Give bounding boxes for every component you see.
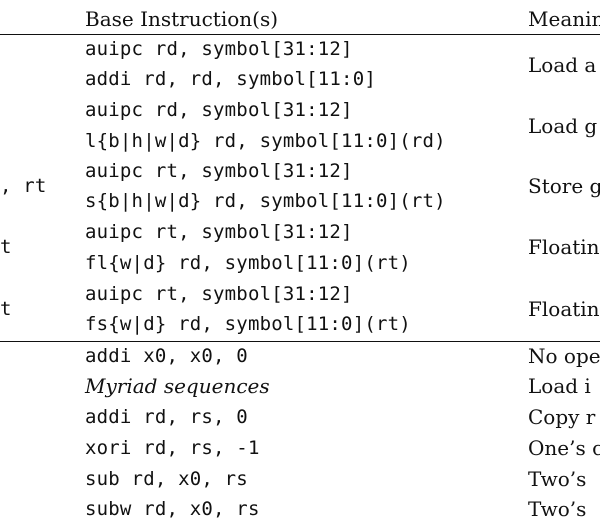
base-instruction-line: auipc rt, symbol[31:12] (85, 221, 353, 243)
pseudo-instruction-cell: , rt (0, 175, 47, 197)
meaning-cell: Two’s (528, 497, 587, 521)
meaning-cell: One’s c (528, 436, 600, 460)
column-header-meaning: Meanin (528, 7, 600, 31)
base-instruction-line: auipc rd, symbol[31:12] (85, 38, 353, 60)
base-instruction-cell: Myriad sequences (85, 374, 270, 398)
base-instruction-cell: addi x0, x0, 0 (85, 345, 248, 367)
meaning-cell: Load a (528, 53, 597, 77)
header-rule (0, 34, 600, 35)
section-rule (0, 341, 600, 342)
base-instruction-line: l{b|h|w|d} rd, symbol[11:0](rd) (85, 130, 446, 152)
meaning-cell: Floatin (528, 235, 600, 259)
pseudo-instruction-cell: t (0, 236, 12, 258)
meaning-cell: Floatin (528, 297, 600, 321)
base-instruction-line: fl{w|d} rd, symbol[11:0](rt) (85, 252, 411, 274)
meaning-cell: Load g (528, 114, 598, 138)
meaning-cell: Store g (528, 174, 600, 198)
meaning-cell: Copy r (528, 405, 596, 429)
meaning-cell: Two’s (528, 467, 587, 491)
base-instruction-cell: subw rd, x0, rs (85, 498, 260, 520)
base-instruction-line: s{b|h|w|d} rd, symbol[11:0](rt) (85, 190, 446, 212)
base-instruction-cell: addi rd, rs, 0 (85, 406, 248, 428)
base-instruction-cell: xori rd, rs, -1 (85, 437, 260, 459)
base-instruction-line: auipc rd, symbol[31:12] (85, 99, 353, 121)
base-instruction-line: auipc rt, symbol[31:12] (85, 283, 353, 305)
column-header-base-instruction: Base Instruction(s) (85, 7, 279, 31)
pseudo-instruction-cell: t (0, 298, 12, 320)
base-instruction-cell: sub rd, x0, rs (85, 468, 248, 490)
meaning-cell: No ope (528, 344, 600, 368)
base-instruction-line: addi rd, rd, symbol[11:0] (85, 68, 376, 90)
base-instruction-line: fs{w|d} rd, symbol[11:0](rt) (85, 313, 411, 335)
base-instruction-line: auipc rt, symbol[31:12] (85, 160, 353, 182)
meaning-cell: Load i (528, 374, 591, 398)
